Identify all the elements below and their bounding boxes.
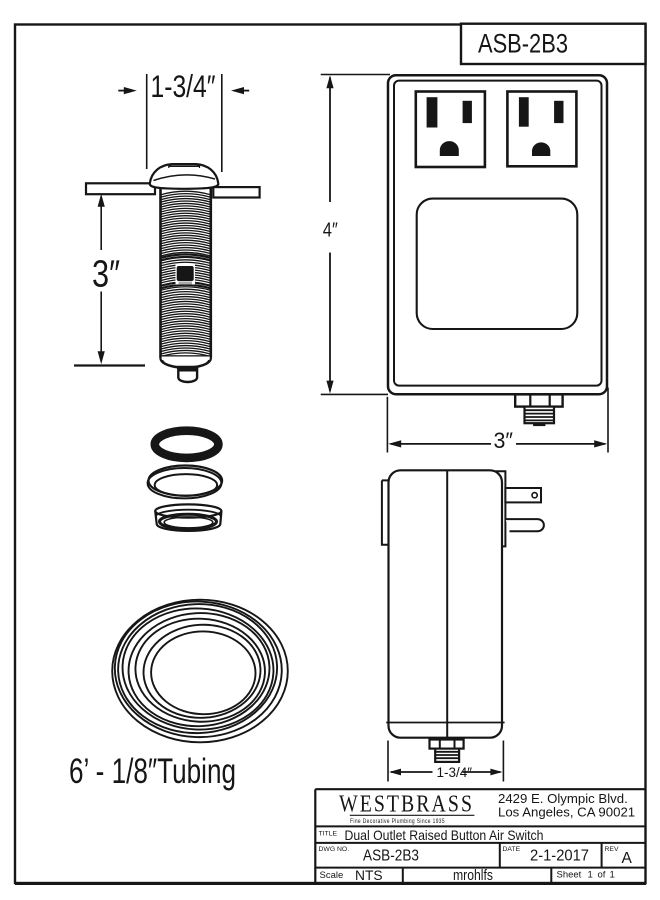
svg-text:Fine Decorative Plumbing Since: Fine Decorative Plumbing Since 1935 [350, 818, 445, 825]
svg-text:DATE: DATE [503, 846, 521, 853]
svg-text:WESTBRASS: WESTBRASS [339, 791, 474, 818]
svg-text:6’ - 1/8″Tubing: 6’ - 1/8″Tubing [69, 752, 236, 791]
svg-text:1: 1 [610, 870, 615, 881]
svg-text:2429 E. Olympic Blvd.: 2429 E. Olympic Blvd. [498, 791, 628, 806]
svg-text:ASB-2B3: ASB-2B3 [478, 29, 568, 59]
svg-text:REV: REV [605, 846, 619, 853]
svg-text:NTS: NTS [355, 868, 383, 883]
svg-text:2-1-2017: 2-1-2017 [530, 848, 589, 865]
svg-text:1: 1 [588, 870, 593, 881]
svg-text:4″: 4″ [323, 219, 338, 242]
svg-text:Los Angeles, CA 90021: Los Angeles, CA 90021 [498, 805, 635, 820]
svg-text:Sheet: Sheet [557, 870, 582, 881]
svg-text:mrohlfs: mrohlfs [453, 868, 493, 884]
svg-text:TITLE: TITLE [319, 830, 338, 837]
svg-text:Scale: Scale [320, 870, 344, 881]
svg-text:3″: 3″ [494, 428, 514, 453]
svg-text:1-3/4″: 1-3/4″ [437, 765, 473, 780]
svg-text:of: of [598, 870, 606, 881]
svg-text:ASB-2B3: ASB-2B3 [363, 848, 419, 865]
svg-text:DWG NO.: DWG NO. [319, 846, 350, 853]
svg-text:A: A [622, 850, 633, 867]
svg-text:3″: 3″ [92, 254, 120, 296]
svg-text:Dual Outlet Raised Button Air: Dual Outlet Raised Button Air Switch [345, 827, 544, 843]
svg-text:1-3/4″: 1-3/4″ [151, 68, 216, 104]
